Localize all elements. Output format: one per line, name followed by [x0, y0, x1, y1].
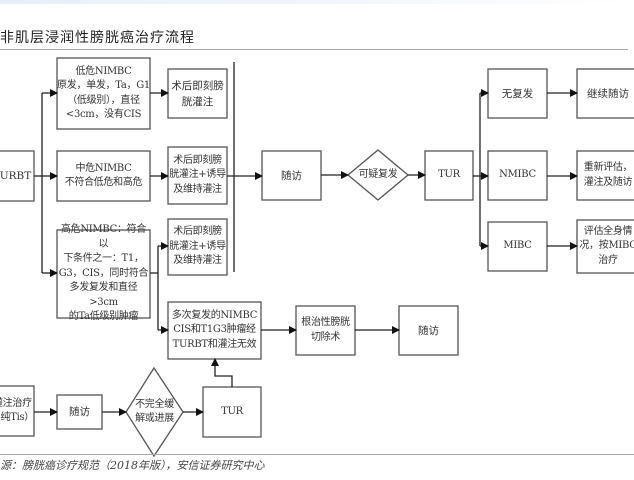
box-instill-tis [0, 385, 35, 437]
instill-low-label: 术后即刻膀 胱灌注 [171, 79, 224, 108]
box-continue-follow [576, 68, 634, 119]
box-reassess [576, 150, 634, 201]
low-risk-label: 低危NIMBC 原发，单发，Ta，G1 （低级别），直径 <3cm，没有CIS [57, 65, 150, 121]
follow-up-2-label: 随访 [418, 324, 439, 337]
box-mibc [487, 221, 548, 272]
source-divider [0, 454, 634, 455]
mibc-label: MIBC [503, 240, 532, 252]
tur-2-label: TUR [221, 405, 243, 417]
figure-title: 非肌层浸润性膀胱癌治疗流程 [0, 30, 195, 46]
incomplete-remission-label: 不完全缓 解或进展 [135, 398, 174, 425]
instill-mid-label: 术后即刻膀 胱灌注+诱导 及维持灌注 [169, 154, 226, 195]
box-tur-2 [202, 386, 262, 438]
assess-mibc-label: 评估全身情 况，按MIBC 治疗 [579, 225, 634, 266]
box-follow-up-1 [261, 150, 322, 201]
box-instill-mid [167, 146, 228, 205]
follow-up-3-label: 随访 [69, 406, 90, 418]
box-assess-mibc [576, 219, 634, 274]
box-tur-1 [424, 150, 474, 201]
box-radical-cystectomy [295, 305, 356, 356]
box-multi-recur [167, 301, 262, 360]
multi-recur-label: 多次复发的NIMBC CIS和T1G3肿瘤经 TURBT和灌注无效 [171, 309, 258, 350]
reassess-label: 重新评估， 灌注及随访 [583, 162, 633, 188]
instill-high-label: 术后即刻膀 胱灌注+诱导 及维持灌注 [169, 226, 226, 267]
radical-cystectomy-label: 根治性膀胱 切除术 [301, 317, 350, 343]
box-nmibc [487, 150, 548, 201]
no-recur-label: 无复发 [501, 87, 534, 100]
continue-follow-label: 继续随访 [587, 87, 629, 100]
box-instill-high [167, 218, 228, 276]
top-band [0, 0, 634, 4]
diamond-incomplete-remission [125, 366, 184, 458]
nmibc-label: NMIBC [499, 169, 536, 181]
box-low-risk [56, 57, 151, 130]
follow-up-1-label: 随访 [281, 169, 302, 182]
source-note: 源：膀胱癌诊疗规范（2018年版），安信证券研究中心 [0, 459, 265, 472]
box-instill-low [167, 68, 228, 119]
box-follow-up-2 [398, 305, 459, 356]
turbt-label: TURBT [0, 170, 32, 182]
suspect-recur-label: 可疑复发 [358, 168, 398, 180]
tur-1-label: TUR [438, 169, 460, 181]
instill-tis-label: 灌注治疗 （纯Tis） [0, 397, 34, 424]
arrow [211, 358, 233, 387]
high-risk-label: 高危NIMBC：符合以 下条件之一：T1， G3，CIS，同时符合 多发复发和直… [58, 224, 149, 323]
diamond-suspect-recur [346, 149, 410, 201]
title-divider [0, 49, 628, 50]
mid-risk-label: 中危NIMBC 不符合低危和高危 [64, 162, 143, 189]
